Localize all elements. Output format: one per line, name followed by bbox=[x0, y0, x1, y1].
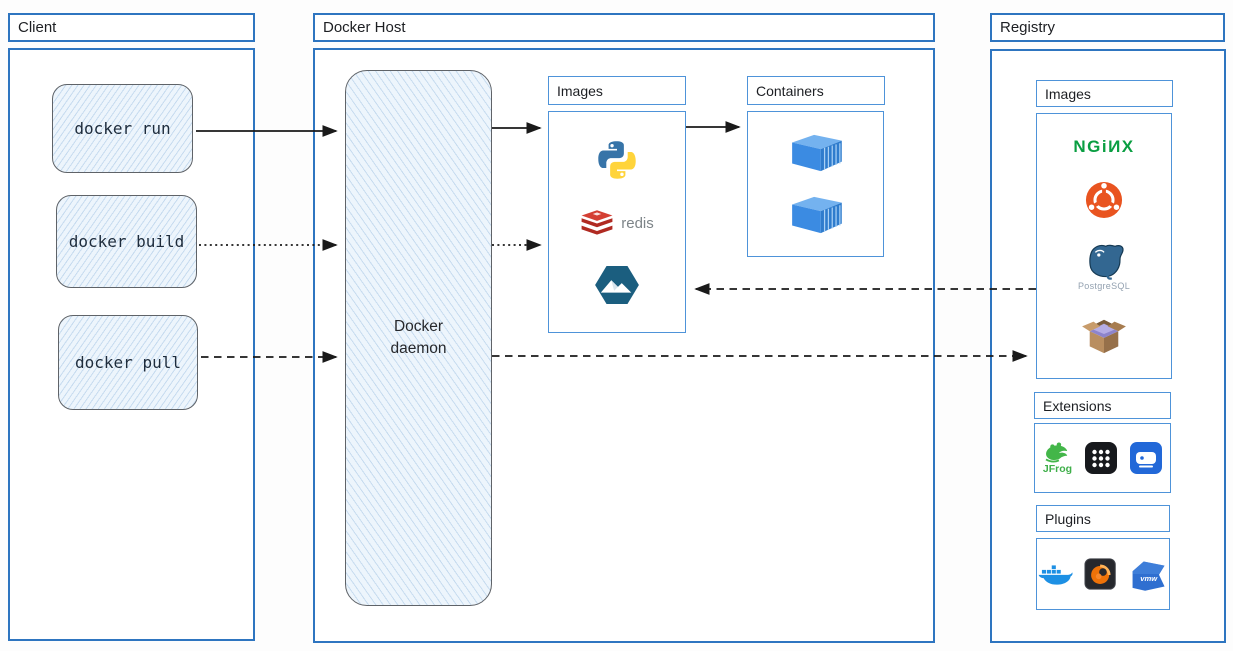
docker-run-box: docker run bbox=[52, 84, 193, 173]
docker-build-box: docker build bbox=[56, 195, 197, 288]
docker-host-title-label: Docker Host bbox=[323, 19, 406, 36]
host-images-panel-body: redis bbox=[548, 111, 686, 333]
containers-panel-body bbox=[747, 111, 884, 257]
image-item-redis: redis bbox=[580, 209, 654, 238]
registry-section-title: Registry bbox=[990, 13, 1225, 42]
registry-image-postgresql: PostgreSQL bbox=[1078, 242, 1130, 291]
docker-whale-icon bbox=[1038, 565, 1073, 585]
extensions-panel-body: JFrog bbox=[1034, 423, 1171, 493]
jfrog-label: JFrog bbox=[1042, 463, 1073, 475]
extension-item-jfrog: JFrog bbox=[1043, 441, 1073, 475]
app-grid-icon bbox=[1084, 442, 1117, 474]
docker-daemon-box: Docker daemon bbox=[345, 70, 492, 606]
client-title-label: Client bbox=[18, 19, 57, 36]
registry-title-label: Registry bbox=[1000, 19, 1056, 36]
redis-label: redis bbox=[621, 214, 654, 232]
image-item-python bbox=[596, 139, 638, 181]
client-section-title: Client bbox=[8, 13, 255, 42]
plugins-panel-body: vmw bbox=[1036, 538, 1170, 610]
plugins-title-label: Plugins bbox=[1045, 510, 1091, 527]
plugins-panel-title: Plugins bbox=[1036, 505, 1170, 532]
registry-image-ubuntu bbox=[1085, 181, 1123, 219]
registry-image-nginx: NGiИX bbox=[1073, 137, 1134, 157]
host-images-title-label: Images bbox=[557, 82, 603, 99]
registry-image-package bbox=[1081, 315, 1127, 355]
containers-title-label: Containers bbox=[756, 82, 824, 99]
jfrog-logo-icon bbox=[1045, 442, 1067, 463]
docker-run-label: docker run bbox=[74, 119, 171, 138]
nas-drive-icon bbox=[1129, 442, 1162, 474]
postgresql-logo-icon bbox=[1089, 244, 1124, 280]
container-box-icon bbox=[791, 196, 842, 234]
vmware-label: vmw bbox=[1140, 574, 1158, 583]
docker-build-label: docker build bbox=[68, 232, 185, 251]
docker-host-section-title: Docker Host bbox=[313, 13, 935, 42]
alpine-logo-icon bbox=[595, 265, 639, 304]
redis-logo-icon bbox=[581, 209, 613, 235]
docker-daemon-label: Docker daemon bbox=[390, 317, 447, 357]
registry-images-title-label: Images bbox=[1045, 85, 1091, 102]
extensions-panel-title: Extensions bbox=[1034, 392, 1171, 419]
ubuntu-logo-icon bbox=[1085, 181, 1123, 218]
containers-panel-title: Containers bbox=[747, 76, 885, 105]
docker-pull-label: docker pull bbox=[75, 353, 181, 372]
extensions-title-label: Extensions bbox=[1043, 397, 1112, 414]
grafana-logo-icon bbox=[1084, 558, 1116, 590]
python-logo-icon bbox=[598, 141, 636, 179]
postgresql-label: PostgreSQL bbox=[1077, 281, 1131, 292]
nginx-logo-icon: NGiИX bbox=[1073, 137, 1135, 157]
image-item-alpine bbox=[594, 265, 640, 305]
registry-images-panel-title: Images bbox=[1036, 80, 1173, 107]
package-box-icon bbox=[1082, 319, 1126, 353]
vmware-logo-icon: vmw bbox=[1132, 561, 1165, 591]
host-images-panel-title: Images bbox=[548, 76, 686, 105]
container-box-icon bbox=[791, 134, 842, 172]
registry-images-panel-body: NGiИX PostgreSQL bbox=[1036, 113, 1172, 379]
docker-pull-box: docker pull bbox=[58, 315, 198, 410]
